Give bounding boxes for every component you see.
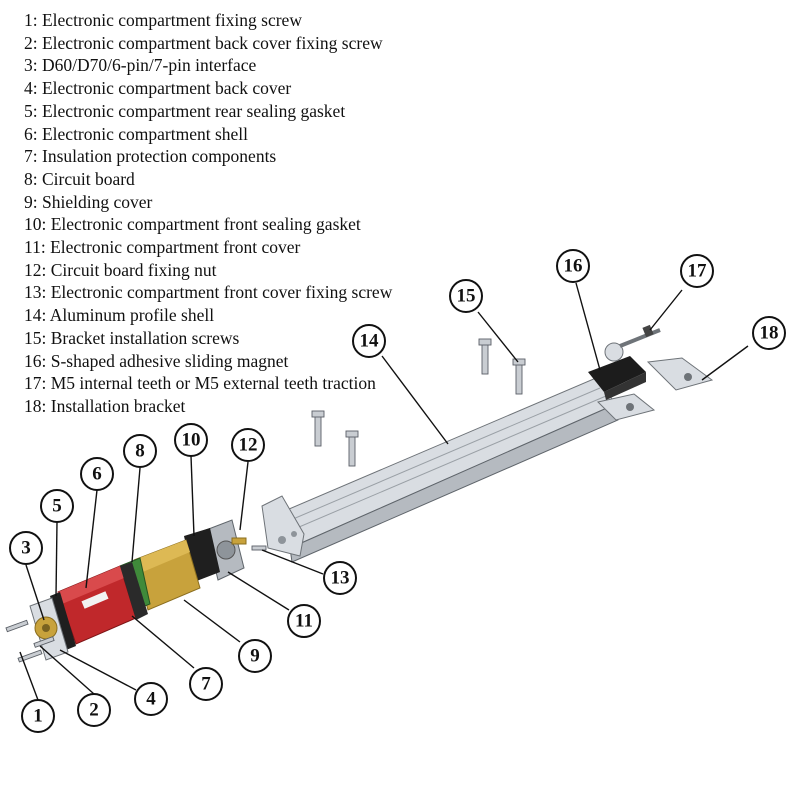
legend-item: 3: D60/D70/6-pin/7-pin interface (24, 55, 257, 76)
legend-item: 16: S-shaped adhesive sliding magnet (24, 350, 289, 371)
svg-text:14: 14 (360, 331, 380, 352)
svg-text:18: 18 (760, 323, 779, 344)
callouts: 1 2 3 4 5 6 7 8 9 10 11 12 13 14 15 16 1… (9, 249, 786, 733)
legend-item: 8: Circuit board (24, 168, 135, 189)
callout-9: 9 (238, 639, 272, 673)
fixing-screws (5, 619, 55, 663)
shielding-cover (133, 539, 201, 611)
svg-text:12: 12 (239, 435, 258, 456)
sliding-magnet (588, 342, 646, 400)
legend-item: 10: Electronic compartment front sealing… (24, 214, 361, 235)
svg-text:2: 2 (89, 700, 99, 721)
traction-rod (619, 324, 661, 348)
legend-item: 4: Electronic compartment back cover (24, 78, 292, 99)
svg-text:8: 8 (135, 441, 145, 462)
svg-text:9: 9 (250, 646, 260, 667)
legend-item: 7: Insulation protection components (24, 146, 277, 167)
callout-1: 1 (21, 699, 55, 733)
callout-3: 3 (9, 531, 43, 565)
svg-text:16: 16 (564, 256, 583, 277)
svg-text:5: 5 (52, 496, 62, 517)
svg-text:13: 13 (331, 568, 350, 589)
callout-2: 2 (77, 693, 111, 727)
legend-item: 11: Electronic compartment front cover (24, 237, 301, 258)
callout-8: 8 (123, 434, 157, 468)
callout-18: 18 (752, 316, 786, 350)
callout-6: 6 (80, 457, 114, 491)
callout-17: 17 (680, 254, 714, 288)
callout-13: 13 (323, 561, 357, 595)
callout-4: 4 (134, 682, 168, 716)
svg-text:3: 3 (21, 538, 31, 559)
callout-14: 14 (352, 324, 386, 358)
installation-bracket (597, 357, 714, 421)
leader-lines (19, 282, 749, 701)
legend-item: 1: Electronic compartment fixing screw (24, 10, 302, 30)
svg-text:11: 11 (295, 611, 313, 632)
legend-item: 6: Electronic compartment shell (24, 123, 249, 144)
callout-11: 11 (287, 604, 321, 638)
svg-text:15: 15 (457, 286, 476, 307)
legend-item: 18: Installation bracket (24, 395, 186, 416)
legend-item: 12: Circuit board fixing nut (24, 259, 217, 280)
parts-legend: 1: Electronic compartment fixing screw 2… (24, 9, 392, 418)
legend-item: 13: Electronic compartment front cover f… (24, 282, 393, 303)
callout-16: 16 (556, 249, 590, 283)
legend-item: 2: Electronic compartment back cover fix… (24, 32, 383, 53)
rear-sealing-gasket (50, 592, 76, 650)
callout-7: 7 (189, 667, 223, 701)
svg-text:17: 17 (688, 261, 708, 282)
callout-10: 10 (174, 423, 208, 457)
insulation-components (120, 562, 148, 620)
legend-item: 17: M5 internal teeth or M5 external tee… (24, 373, 376, 394)
callout-15: 15 (449, 279, 483, 313)
svg-text:6: 6 (92, 464, 102, 485)
callout-12: 12 (231, 428, 265, 462)
callout-5: 5 (40, 489, 74, 523)
aluminum-profile-shell (261, 377, 619, 563)
legend-item: 15: Bracket installation screws (24, 327, 240, 348)
svg-text:10: 10 (182, 430, 201, 451)
svg-text:4: 4 (146, 689, 156, 710)
svg-text:1: 1 (33, 706, 43, 727)
legend-item: 14: Aluminum profile shell (24, 305, 215, 326)
legend-item: 5: Electronic compartment rear sealing g… (24, 100, 346, 121)
svg-text:7: 7 (201, 674, 211, 695)
legend-item: 9: Shielding cover (24, 191, 153, 212)
bracket-screws (311, 338, 526, 467)
